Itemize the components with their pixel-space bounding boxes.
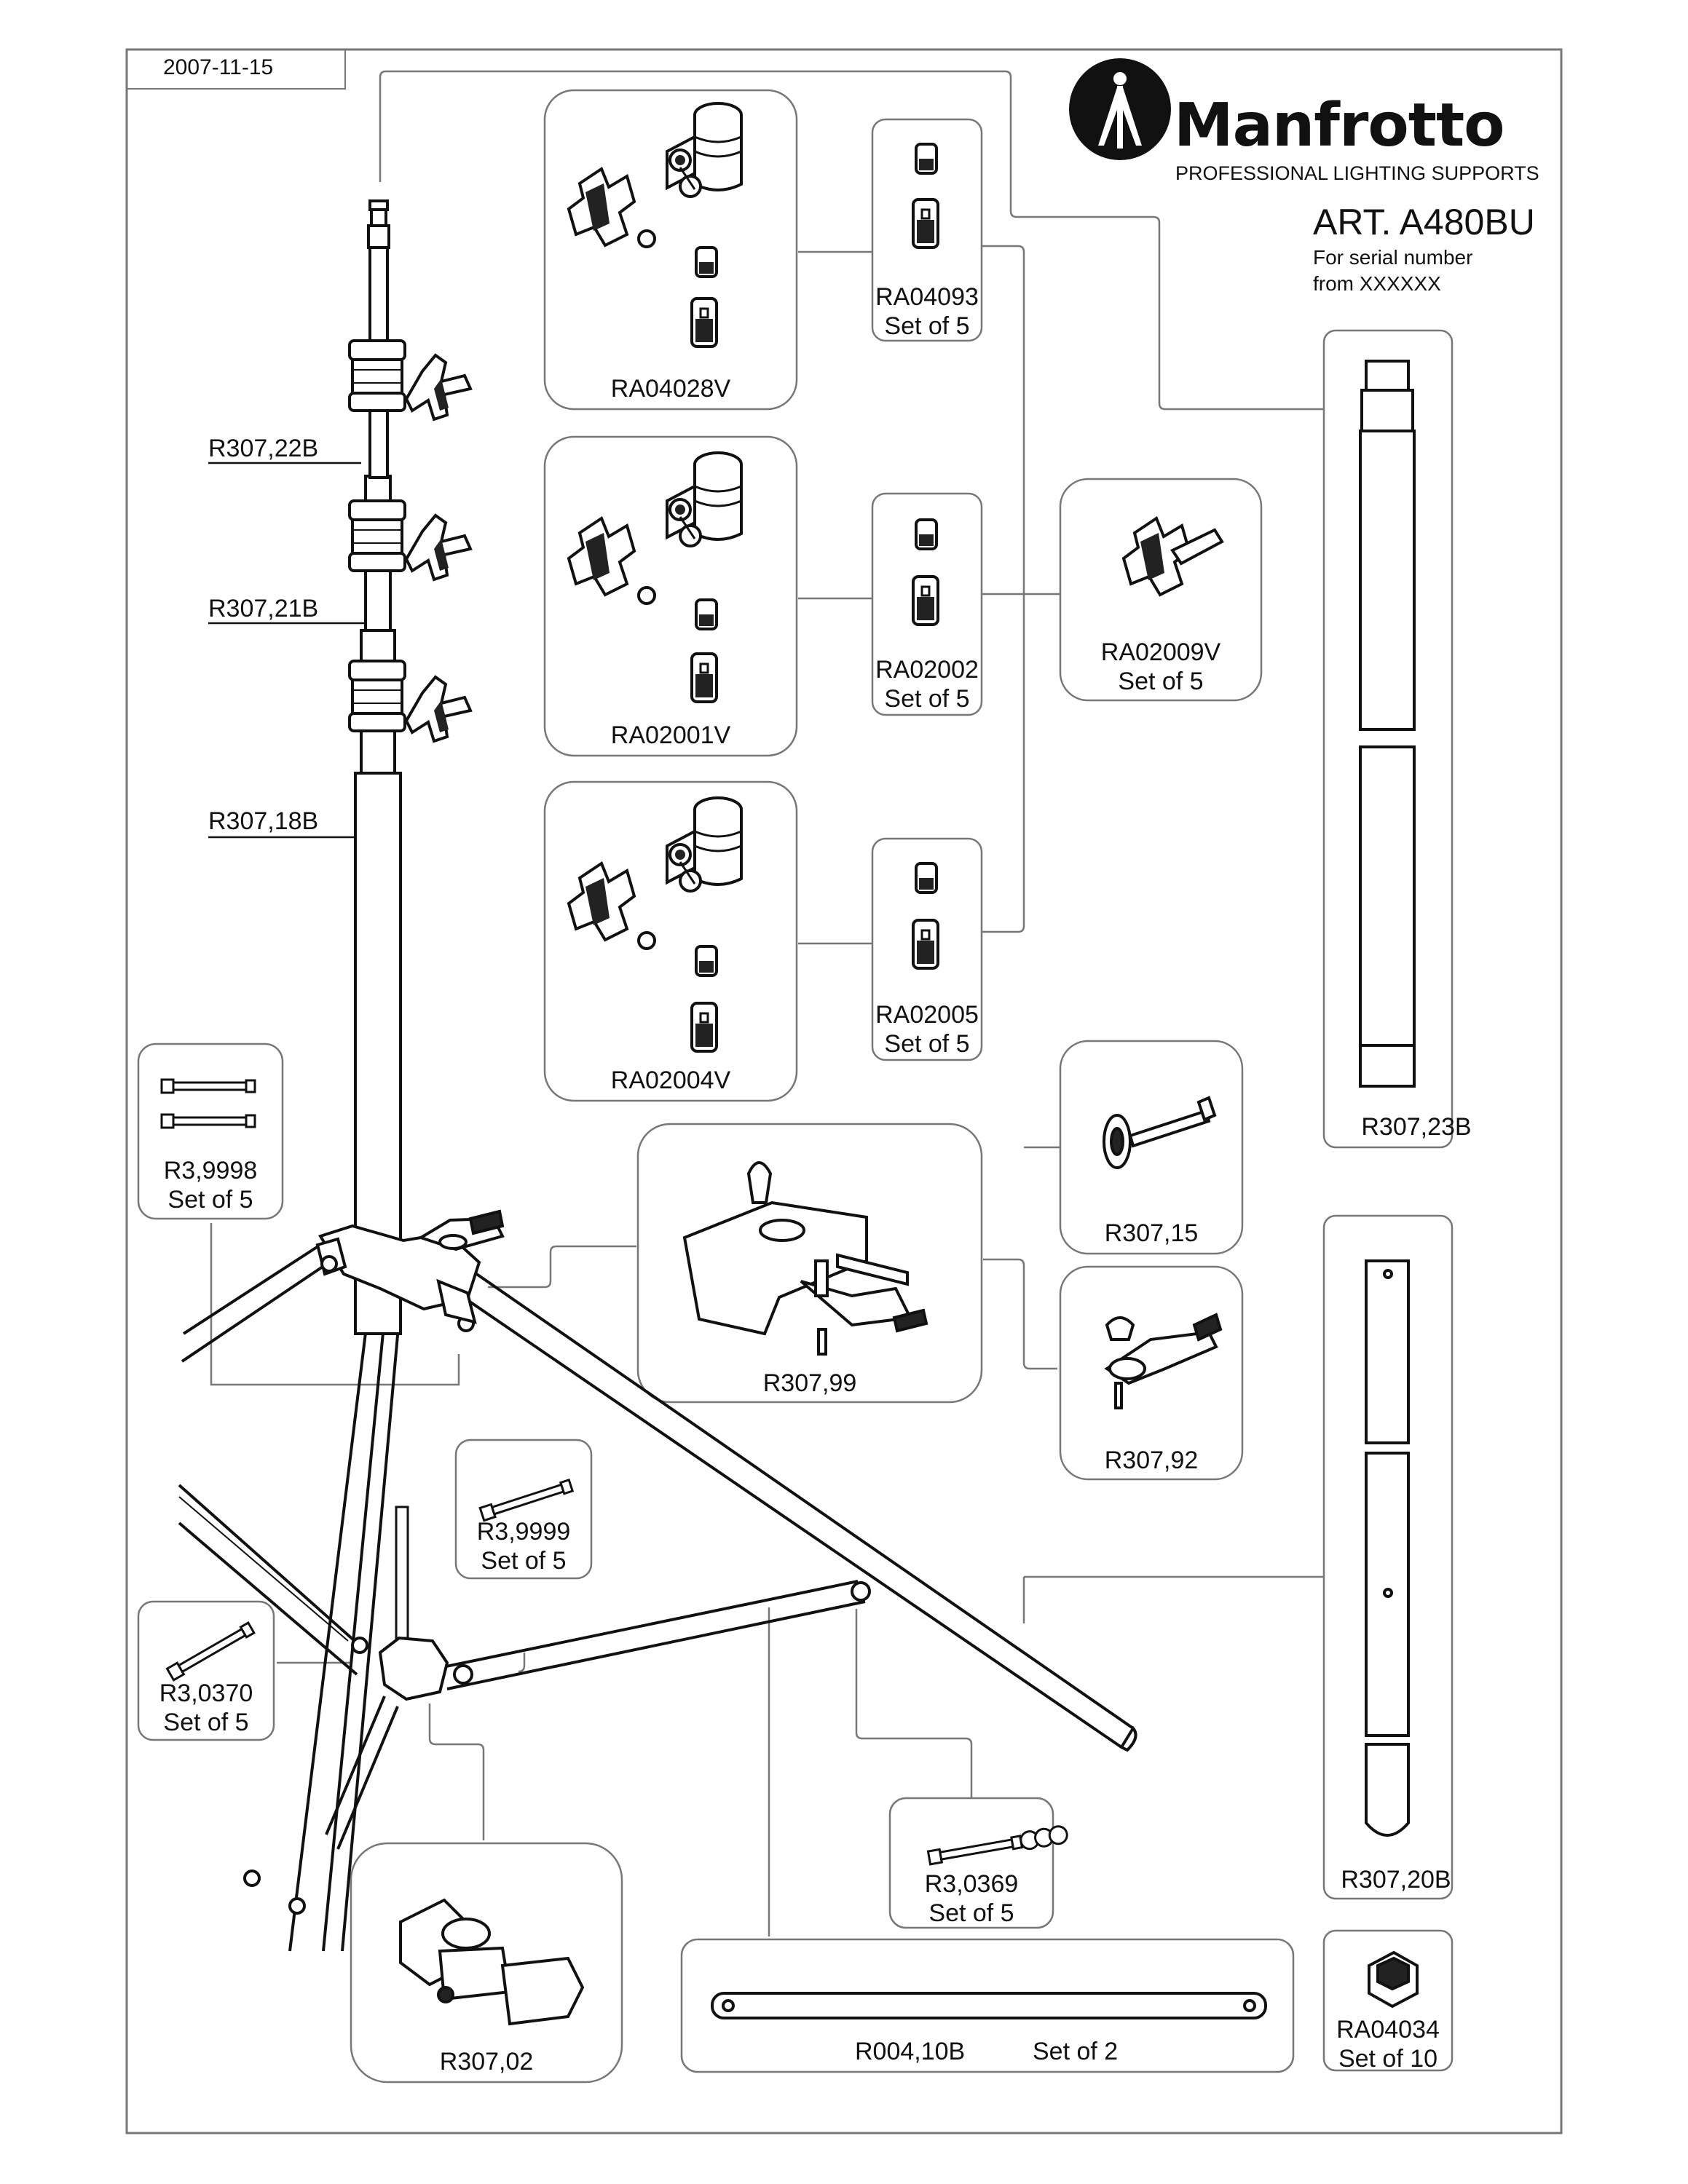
box-ra02004v <box>543 780 798 1102</box>
part-label-ra02002: RA02002 <box>875 656 979 684</box>
part-label-ra02009v: RA02009V <box>1100 638 1221 666</box>
connector-lines <box>210 70 1330 1936</box>
part-label-ra02001v: RA02001V <box>610 721 731 749</box>
part-label-ra04028v: RA04028V <box>610 375 731 403</box>
part-set-ra04034: Set of 10 <box>1338 2045 1438 2073</box>
part-label-r3-9998: R3,9998 <box>163 1157 258 1184</box>
part-label-r3-0370: R3,0370 <box>159 1679 253 1707</box>
article-number: ART. A480BU <box>1313 202 1535 242</box>
part-label-r3-0369: R3,0369 <box>924 1870 1019 1898</box>
stand-clamp-upper <box>348 339 406 412</box>
part-set-r004-10b: Set of 2 <box>1033 2038 1119 2065</box>
part-label-r307-02: R307,02 <box>439 2048 534 2076</box>
stand-knob-lower <box>405 676 472 743</box>
sheet-border <box>125 48 1563 2134</box>
box-r307-23b <box>1322 329 1454 1149</box>
stand-knob-middle <box>405 514 472 581</box>
stand-clamp-lower <box>348 660 406 732</box>
date-box <box>127 50 346 90</box>
box-r3-0369 <box>888 1797 1054 1929</box>
box-ra02001v <box>543 435 798 757</box>
part-boxes <box>137 89 1454 2084</box>
part-set-r3-9999: Set of 5 <box>481 1547 567 1575</box>
callout-r307-18b: R307,18B <box>208 807 319 835</box>
part-set-r3-0370: Set of 5 <box>163 1709 249 1736</box>
part-label-r004-10b: R004,10B <box>855 2038 966 2065</box>
stand-clamp-middle <box>348 499 406 572</box>
part-label-r307-15: R307,15 <box>1104 1219 1199 1247</box>
part-label-ra02004v: RA02004V <box>610 1067 731 1094</box>
part-label-ra04034: RA04034 <box>1336 2016 1440 2043</box>
part-label-r307-99: R307,99 <box>762 1369 857 1397</box>
part-label-ra04093: RA04093 <box>875 283 979 311</box>
part-set-ra04093: Set of 5 <box>884 312 970 340</box>
callout-r307-22b: R307,22B <box>208 435 319 462</box>
box-r3-9999 <box>454 1439 593 1580</box>
part-set-r3-9998: Set of 5 <box>167 1186 253 1214</box>
part-label-r3-9999: R3,9999 <box>476 1518 571 1546</box>
stand-knob-upper <box>405 354 472 421</box>
part-set-ra02002: Set of 5 <box>884 685 970 713</box>
part-label-r307-92: R307,92 <box>1104 1447 1199 1474</box>
manfrotto-logo-icon <box>1069 58 1171 160</box>
part-label-r307-23b: R307,23B <box>1361 1113 1472 1141</box>
part-label-r307-20b: R307,20B <box>1341 1866 1451 1894</box>
serial-line-2: from XXXXXX <box>1313 272 1441 295</box>
part-set-r3-0369: Set of 5 <box>928 1899 1014 1927</box>
part-label-ra02005: RA02005 <box>875 1001 979 1029</box>
box-r307-15 <box>1059 1040 1244 1255</box>
serial-line-1: For serial number <box>1313 246 1473 269</box>
document-date: 2007-11-15 <box>163 55 274 79</box>
part-set-ra02009v: Set of 5 <box>1118 668 1204 695</box>
callout-r307-21b: R307,21B <box>208 595 319 622</box>
part-set-ra02005: Set of 5 <box>884 1030 970 1058</box>
brand-name: Manfrotto <box>1174 91 1504 160</box>
box-ra04028v <box>543 89 798 411</box>
brand-tagline: PROFESSIONAL LIGHTING SUPPORTS <box>1175 162 1539 184</box>
